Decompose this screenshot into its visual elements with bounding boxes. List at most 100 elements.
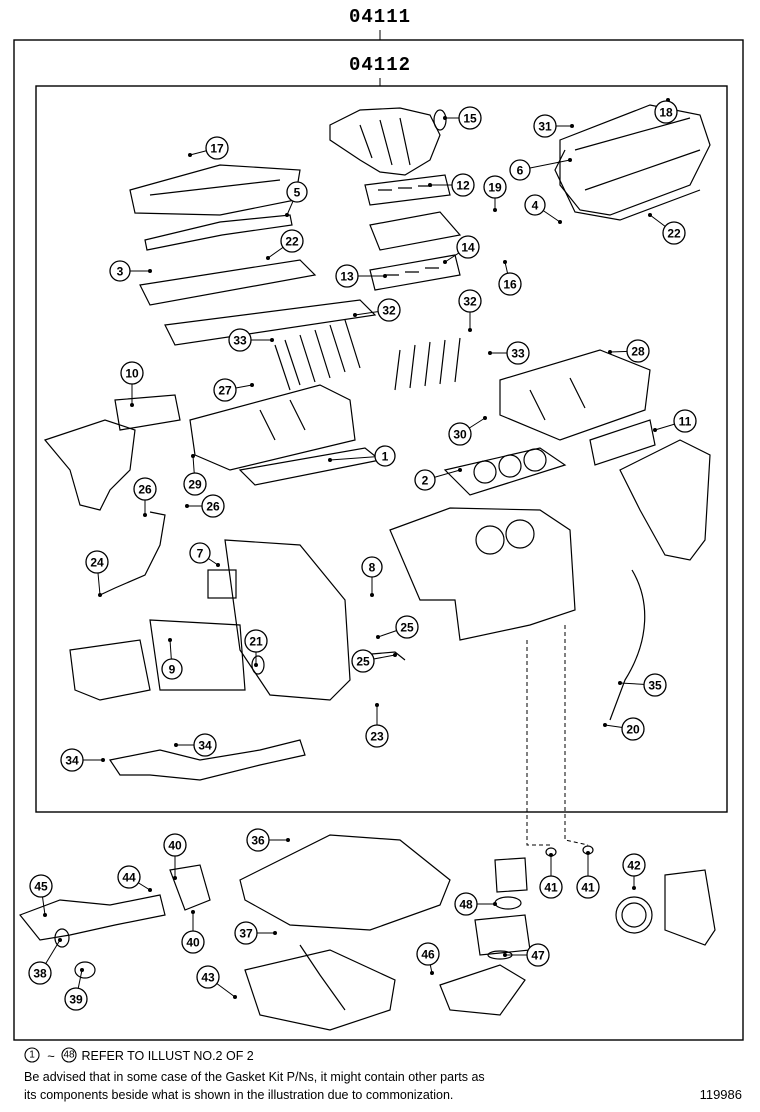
callout-32: 32: [458, 289, 482, 332]
callout-18: 18: [654, 98, 678, 124]
callout-4: 4: [524, 194, 562, 224]
callout-circle: [64, 987, 88, 1011]
callout-circle: [234, 921, 258, 945]
callout-circle: [498, 272, 522, 296]
callout-circle: [621, 717, 645, 741]
callout-layer: 1234567891011121314151617181920212222232…: [28, 98, 697, 1011]
callout-number: 15: [463, 112, 477, 126]
callout-target-dot: [483, 416, 487, 420]
callout-circle: [662, 221, 686, 245]
callout-26: 26: [185, 494, 225, 518]
callout-number: 3: [117, 265, 124, 279]
callout-circle: [244, 629, 268, 653]
callout-circle: [673, 409, 697, 433]
callout-target-dot: [383, 274, 387, 278]
callout-circle: [201, 494, 225, 518]
oil-pan-upper: [239, 834, 451, 931]
callout-19: 19: [483, 175, 507, 212]
callout-target-dot: [493, 208, 497, 212]
callout-circle: [454, 892, 478, 916]
callout-target-dot: [286, 838, 290, 842]
callout-31: 31: [533, 114, 574, 138]
callout-47: 47: [503, 943, 550, 967]
callout-number: 40: [186, 936, 200, 950]
callout-22: 22: [266, 229, 304, 260]
callout-circle: [120, 361, 144, 385]
callout-target-dot: [608, 350, 612, 354]
callout-circle: [189, 542, 211, 564]
callout-target-dot: [468, 328, 472, 332]
callout-number: 33: [233, 334, 247, 348]
callout-target-dot: [370, 593, 374, 597]
callout-target-dot: [443, 260, 447, 264]
callout-number: 25: [400, 621, 414, 635]
callout-15: 15: [443, 106, 482, 130]
callout-number: 46: [421, 948, 435, 962]
callout-target-dot: [570, 124, 574, 128]
callout-circle: [117, 865, 141, 889]
callout-target-dot: [618, 681, 622, 685]
callout-46: 46: [416, 942, 440, 975]
callout-target-dot: [143, 513, 147, 517]
callout-circle: [524, 194, 546, 216]
callout-33: 33: [488, 341, 530, 365]
callout-6: 6: [509, 158, 572, 181]
block-bore-2: [505, 519, 535, 549]
callout-circle: [109, 260, 131, 282]
front-exhaust-pipe: [109, 739, 306, 781]
callout-34: 34: [174, 733, 217, 757]
intake-manifold-lower: [369, 211, 462, 251]
callout-number: 32: [463, 295, 477, 309]
valves-left: [274, 319, 361, 391]
water-pump: [69, 639, 151, 701]
callout-target-dot: [603, 723, 607, 727]
bore-2: [498, 454, 522, 478]
callout-2: 2: [414, 468, 462, 491]
callout-target-dot: [328, 458, 332, 462]
callout-number: 47: [531, 949, 545, 963]
callout-number: 23: [370, 730, 384, 744]
callout-number: 13: [340, 270, 354, 284]
callout-circle: [448, 422, 472, 446]
timing-cover: [224, 539, 351, 701]
callout-14: 14: [443, 235, 480, 264]
callout-circle: [622, 853, 646, 877]
kit-code-04111: 04111: [348, 6, 412, 28]
exhaust-gasket-right: [589, 419, 656, 466]
callout-number: 29: [188, 478, 202, 492]
callout-target-dot: [458, 468, 462, 472]
callout-45: 45: [29, 874, 53, 917]
callout-number: 14: [461, 241, 475, 255]
callout-number: 16: [503, 278, 517, 292]
range-end: 48: [63, 1050, 75, 1061]
callout-number: 6: [517, 164, 524, 178]
callout-circle: [526, 943, 550, 967]
callout-number: 10: [125, 367, 139, 381]
callout-target-dot: [250, 383, 254, 387]
callout-3: 3: [109, 260, 152, 282]
callout-32: 32: [353, 298, 401, 322]
callout-number: 11: [679, 415, 692, 429]
callout-9: 9: [161, 638, 183, 680]
callout-21: 21: [244, 629, 268, 667]
kit-code-04112: 04112: [348, 54, 412, 76]
callout-34: 34: [60, 748, 105, 772]
callout-41: 41: [576, 851, 600, 899]
oil-dipstick-tube: [609, 569, 646, 721]
callout-circle: [246, 828, 270, 852]
callout-target-dot: [353, 313, 357, 317]
callout-target-dot: [98, 593, 102, 597]
callout-target-dot: [586, 851, 590, 855]
callout-number: 19: [488, 181, 502, 195]
callout-target-dot: [80, 968, 84, 972]
gasket-7: [207, 569, 237, 599]
cylinder-head-left: [189, 384, 356, 471]
range-text: REFER TO ILLUST NO.2 OF 2: [81, 1049, 254, 1063]
callout-target-dot: [430, 971, 434, 975]
callout-number: 22: [285, 235, 299, 249]
callout-target-dot: [130, 403, 134, 407]
callout-number: 40: [168, 839, 182, 853]
callout-number: 35: [648, 679, 662, 693]
callout-41: 41: [539, 853, 563, 899]
